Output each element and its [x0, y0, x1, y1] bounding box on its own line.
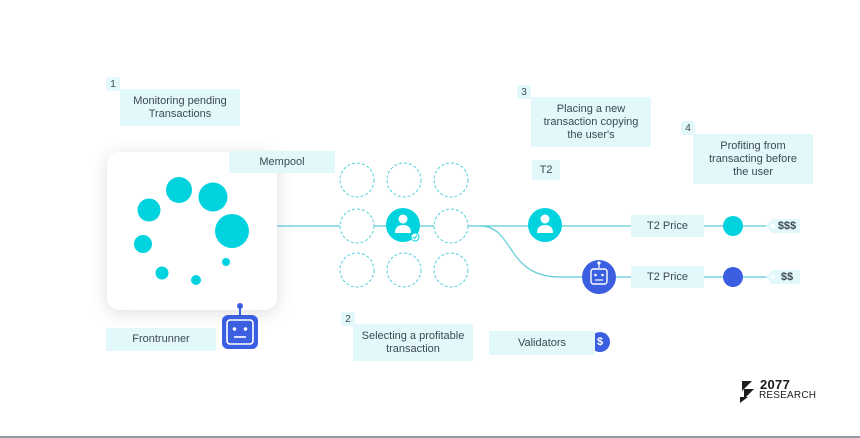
bottom-divider [0, 436, 860, 438]
profit-bottom-label: $$ [780, 271, 794, 283]
t2-label: T2 [532, 160, 560, 180]
t2-price-bottom-label: T2 Price [631, 266, 704, 288]
mempool-slot [433, 162, 469, 198]
logo-mark-icon [740, 381, 754, 403]
mempool-slot [386, 252, 422, 288]
mempool-label: Mempool [229, 151, 335, 173]
user-icon [386, 208, 420, 242]
mempool-slot [339, 162, 375, 198]
step-4-number: 4 [681, 121, 695, 135]
robot-icon [582, 260, 616, 294]
validator-coin-label: $ [596, 336, 604, 348]
price-dot-top [723, 216, 743, 236]
logo-word: RESEARCH [759, 390, 817, 401]
profit-tag-top [766, 219, 800, 233]
t2-price-top-label: T2 Price [631, 215, 704, 237]
mempool-slot [339, 252, 375, 288]
step-1-number: 1 [106, 77, 120, 91]
step-1-label: Monitoring pending Transactions [120, 89, 240, 126]
frontrunner-label: Frontrunner [106, 328, 216, 351]
step-3-label: Placing a new transaction copying the us… [531, 97, 651, 147]
price-dot-bottom [723, 267, 743, 287]
loading-spinner-icon [134, 177, 249, 285]
step-2-number: 2 [341, 312, 355, 326]
frontrunner-card [107, 152, 277, 310]
step-3-number: 3 [517, 85, 531, 99]
mempool-slot [433, 208, 469, 244]
dollar-coin-icon [590, 332, 610, 352]
mempool-slot [386, 162, 422, 198]
user-icon [528, 208, 562, 242]
logo-number: 2077 [760, 377, 791, 392]
robot-icon [222, 303, 258, 349]
mempool-grid [339, 162, 469, 288]
step-4-label: Profiting from transacting before the us… [693, 134, 813, 184]
research-logo: 2077 RESEARCH [738, 377, 818, 403]
profit-tag-bottom [766, 270, 800, 284]
step-2-label: Selecting a profitable transaction [353, 324, 473, 361]
flow-line-bottom [479, 225, 775, 278]
profit-top-label: $$$ [777, 220, 797, 232]
validators-label: Validators [489, 331, 595, 355]
check-icon [410, 232, 420, 242]
mempool-slot [339, 208, 375, 244]
mempool-slot [433, 252, 469, 288]
